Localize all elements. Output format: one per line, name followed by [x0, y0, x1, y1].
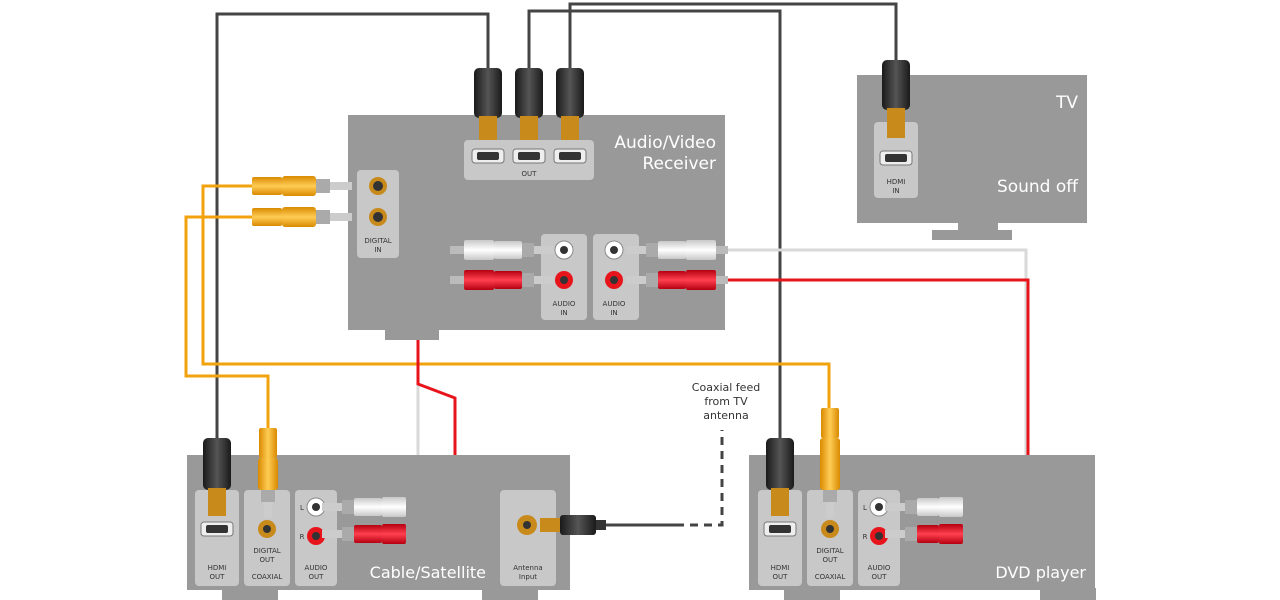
red-plug-cable — [322, 524, 406, 544]
hdmi-plug-dvd — [766, 438, 794, 516]
receiver-audio-in-1-red-jack[interactable] — [555, 271, 573, 289]
dvd-digital-out-label-1: DIGITAL — [816, 547, 843, 555]
cable-satellite-box: Cable/Satellite HDMI OUT DIGITAL OUT COA… — [187, 428, 606, 600]
dvd-coaxial-label: COAXIAL — [815, 573, 846, 581]
cable-name: Cable/Satellite — [370, 563, 486, 582]
dvd-hdmi-out-label-2: OUT — [773, 573, 789, 581]
dvd-audio-out-red-jack[interactable] — [870, 527, 888, 545]
receiver-digital-in-jack-1[interactable] — [369, 177, 387, 195]
cable-audio-out-label-1: AUDIO — [305, 564, 328, 572]
dvd-digital-out-jack[interactable] — [821, 520, 839, 538]
white-plug-receiver-left — [450, 240, 554, 260]
red-plug-receiver-right — [626, 270, 728, 290]
hdmi-cables — [215, 2, 898, 440]
dvd-player: DVD player HDMI OUT DIGITAL OUT COAXIAL … — [749, 408, 1096, 600]
cable-hdmi-out-label-1: HDMI — [208, 564, 227, 572]
cable-audio-out-label-2: OUT — [309, 573, 325, 581]
cable-audio-out-red-jack[interactable] — [307, 527, 325, 545]
dvd-audio-out-label-2: OUT — [872, 573, 888, 581]
hdmi-plug-receiver-3 — [556, 68, 584, 140]
orange-plug-dvd — [820, 408, 840, 518]
hdmi-cable-dvd-to-receiver — [527, 9, 782, 440]
dvd-hdmi-out-label-1: HDMI — [771, 564, 790, 572]
dvd-digital-out-label-2: OUT — [823, 556, 839, 564]
receiver-audio-in-2-label-2: IN — [610, 309, 617, 317]
cable-hdmi-out-panel — [195, 490, 239, 586]
digital-cable-cable-to-receiver — [184, 215, 270, 430]
antenna-feed — [604, 430, 724, 527]
receiver-audio-in-1-label-1: AUDIO — [553, 300, 576, 308]
dvd-audio-l-label: L — [863, 504, 867, 512]
orange-plug-cable — [258, 428, 278, 518]
coaxial-feed-annotation: Coaxial feed from TV antenna — [692, 381, 760, 422]
cable-antenna-panel — [500, 490, 556, 586]
receiver-digital-in-label-2: IN — [374, 246, 381, 254]
hdmi-plug-receiver-1 — [474, 68, 502, 140]
cable-antenna-label-1: Antenna — [513, 564, 542, 572]
tv-hdmi-in-label-1: HDMI — [887, 178, 906, 186]
receiver-hdmi-port-3[interactable] — [553, 148, 587, 164]
hdmi-cable-receiver-to-tv — [568, 2, 898, 70]
receiver-audio-in-2-white-jack[interactable] — [604, 240, 624, 260]
dvd-audio-r-label: R — [863, 533, 868, 541]
antenna-feed-dashed — [676, 430, 724, 527]
tv-status: Sound off — [997, 177, 1079, 197]
hdmi-cable-cable-to-receiver — [215, 12, 490, 440]
receiver-out-label: OUT — [522, 170, 538, 178]
cable-digital-out-jack[interactable] — [258, 520, 276, 538]
tv-name: TV — [1055, 93, 1078, 113]
cable-antenna-input-jack[interactable] — [517, 515, 537, 535]
hdmi-plug-cable — [203, 438, 231, 516]
antenna-coax-plug — [540, 515, 606, 535]
hdmi-plug-receiver-2 — [515, 68, 543, 140]
tv: TV Sound off HDMI IN — [857, 60, 1087, 240]
white-plug-receiver-right — [626, 240, 728, 260]
cable-coaxial-label: COAXIAL — [252, 573, 283, 581]
receiver: Audio/Video Receiver OUT DIGITAL IN AUDI… — [252, 68, 728, 340]
annotation-line-1: Coaxial feed — [692, 381, 760, 394]
cable-digital-out-label-1: DIGITAL — [253, 547, 280, 555]
dvd-body — [749, 455, 1095, 590]
receiver-audio-in-1-white-jack[interactable] — [554, 240, 574, 260]
receiver-hdmi-port-1[interactable] — [471, 148, 505, 164]
annotation-line-2: from TV — [704, 395, 748, 408]
cable-hdmi-out-label-2: OUT — [210, 573, 226, 581]
cable-antenna-label-2: Input — [519, 573, 537, 581]
cable-hdmi-out-port[interactable] — [200, 521, 234, 537]
cable-audio-l-label: L — [300, 504, 304, 512]
tv-hdmi-in-port[interactable] — [879, 150, 913, 166]
red-plug-receiver-left — [450, 270, 554, 290]
red-plug-dvd — [885, 524, 963, 544]
orange-plug-receiver-1 — [252, 176, 352, 196]
receiver-audio-in-2-red-jack[interactable] — [605, 271, 623, 289]
annotation-line-3: antenna — [703, 409, 748, 422]
white-plug-cable — [322, 497, 406, 517]
hdmi-plug-tv — [882, 60, 910, 138]
receiver-digital-in-label-1: DIGITAL — [364, 237, 391, 245]
orange-plug-receiver-2 — [252, 207, 352, 227]
cable-audio-r-label: R — [300, 533, 305, 541]
receiver-digital-in-jack-2[interactable] — [369, 208, 387, 226]
white-plug-dvd — [885, 497, 963, 517]
cable-digital-out-label-2: OUT — [260, 556, 276, 564]
digital-cable-dvd-to-receiver — [201, 184, 831, 410]
dvd-hdmi-out-port[interactable] — [763, 521, 797, 537]
tv-hdmi-in-label-2: IN — [892, 187, 899, 195]
dvd-audio-out-label-1: AUDIO — [868, 564, 891, 572]
receiver-hdmi-port-2[interactable] — [512, 148, 546, 164]
receiver-audio-in-2-label-1: AUDIO — [603, 300, 626, 308]
receiver-name-line2: Receiver — [642, 154, 716, 174]
digital-audio-cables — [184, 184, 831, 430]
dvd-name: DVD player — [995, 563, 1086, 582]
dvd-hdmi-out-panel — [758, 490, 802, 586]
receiver-name-line1: Audio/Video — [614, 133, 716, 153]
receiver-audio-in-1-label-2: IN — [560, 309, 567, 317]
